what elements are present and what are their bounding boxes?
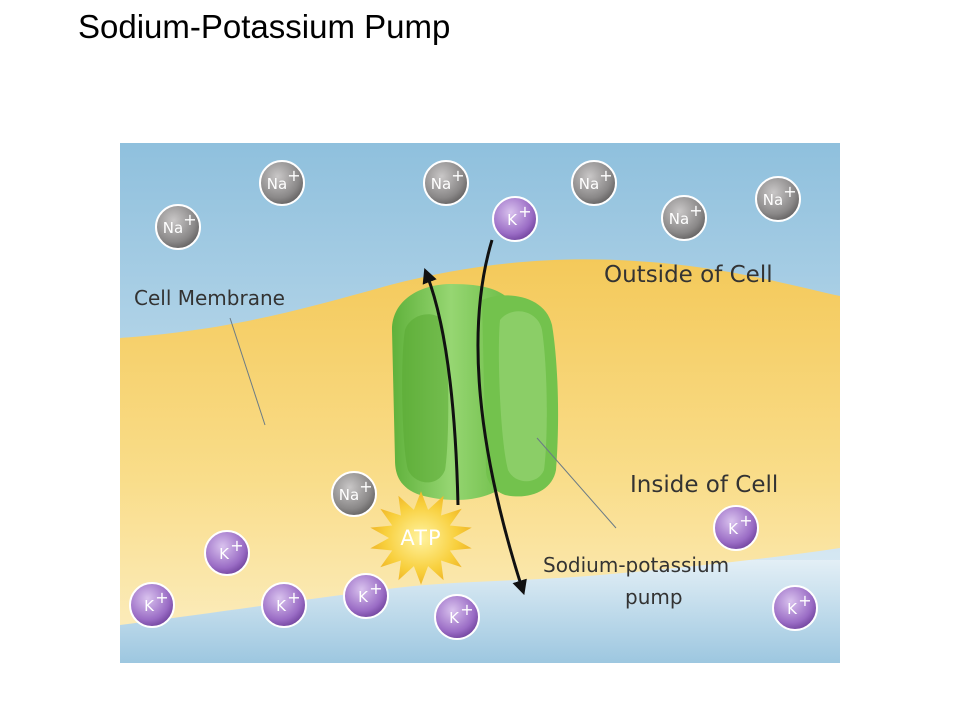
atp-starburst: ATP: [370, 491, 472, 585]
sodium-ion-6-charge: +: [783, 182, 796, 201]
pump-label-line2: pump: [625, 585, 683, 609]
sodium-ion-1-circle: [259, 160, 305, 206]
potassium-ion-4-symbol: K: [276, 597, 287, 615]
potassium-ion-6-charge: +: [460, 600, 473, 619]
sodium-ion-3-symbol: Na: [579, 175, 599, 193]
sodium-ion-4-symbol: Na: [163, 219, 183, 237]
sodium-ion-4-circle: [155, 204, 201, 250]
potassium-ion-8: K+: [772, 585, 818, 631]
potassium-ion-5-symbol: K: [358, 588, 369, 606]
ions-layer: Na+Na+Na+Na+Na+Na+Na+K+K+K+K+K+K+K+K+: [129, 160, 818, 640]
potassium-ion-2-circle: [204, 530, 250, 576]
potassium-ion-7-charge: +: [739, 511, 752, 530]
potassium-ion-3-circle: [129, 582, 175, 628]
atp-label: ATP: [400, 526, 441, 550]
potassium-ion-7: K+: [713, 505, 759, 551]
outside-of-cell-label: Outside of Cell: [604, 262, 773, 288]
potassium-ion-5-charge: +: [369, 579, 382, 598]
potassium-ion-4-charge: +: [287, 588, 300, 607]
sodium-ion-7-charge: +: [359, 477, 372, 496]
sodium-ion-2: Na+: [423, 160, 469, 206]
sodium-potassium-pump-protein: [392, 284, 559, 500]
potassium-ion-3-charge: +: [155, 588, 168, 607]
potassium-ion-2-symbol: K: [219, 545, 230, 563]
sodium-ion-3: Na+: [571, 160, 617, 206]
sodium-ion-5-circle: [661, 195, 707, 241]
sodium-ion-2-circle: [423, 160, 469, 206]
inside-of-cell-label: Inside of Cell: [630, 472, 778, 498]
potassium-ion-8-circle: [772, 585, 818, 631]
pump-label-line1: Sodium-potassium: [543, 553, 729, 577]
sodium-ion-7-circle: [331, 471, 377, 517]
sodium-ion-5-symbol: Na: [669, 210, 689, 228]
sodium-ion-7: Na+: [331, 471, 377, 517]
potassium-ion-6: K+: [434, 594, 480, 640]
potassium-ion-2-charge: +: [230, 536, 243, 555]
potassium-ion-5-circle: [343, 573, 389, 619]
cell-membrane-label: Cell Membrane: [134, 286, 285, 310]
sodium-ion-1: Na+: [259, 160, 305, 206]
sodium-out-arrow: [422, 267, 460, 506]
potassium-ion-7-symbol: K: [728, 520, 739, 538]
sodium-ion-6-circle: [755, 176, 801, 222]
potassium-ion-2: K+: [204, 530, 250, 576]
potassium-ion-5: K+: [343, 573, 389, 619]
sodium-ion-1-charge: +: [287, 166, 300, 185]
sodium-ion-2-charge: +: [451, 166, 464, 185]
sodium-ion-7-symbol: Na: [339, 486, 359, 504]
pump-leader-line: [536, 437, 617, 529]
potassium-ion-3: K+: [129, 582, 175, 628]
potassium-ion-4: K+: [261, 582, 307, 628]
sodium-ion-5: Na+: [661, 195, 707, 241]
sodium-ion-6-symbol: Na: [763, 191, 783, 209]
potassium-ion-7-circle: [713, 505, 759, 551]
potassium-ion-3-symbol: K: [144, 597, 155, 615]
potassium-ion-8-charge: +: [798, 591, 811, 610]
potassium-ion-1-circle: [492, 196, 538, 242]
sodium-ion-4-charge: +: [183, 210, 196, 229]
sodium-ion-2-symbol: Na: [431, 175, 451, 193]
potassium-ion-1-charge: +: [518, 202, 531, 221]
potassium-ion-8-symbol: K: [787, 600, 798, 618]
sodium-ion-3-charge: +: [599, 166, 612, 185]
slide-title: Sodium-Potassium Pump: [78, 8, 451, 45]
sodium-ion-5-charge: +: [689, 201, 702, 220]
cell-membrane-leader-line: [229, 317, 266, 426]
potassium-ion-6-circle: [434, 594, 480, 640]
sodium-ion-4: Na+: [155, 204, 201, 250]
potassium-ion-1-symbol: K: [507, 211, 518, 229]
sodium-ion-3-circle: [571, 160, 617, 206]
sodium-ion-1-symbol: Na: [267, 175, 287, 193]
sodium-ion-6: Na+: [755, 176, 801, 222]
potassium-ion-1: K+: [492, 196, 538, 242]
potassium-ion-4-circle: [261, 582, 307, 628]
potassium-in-arrow: [476, 239, 527, 596]
potassium-ion-6-symbol: K: [449, 609, 460, 627]
